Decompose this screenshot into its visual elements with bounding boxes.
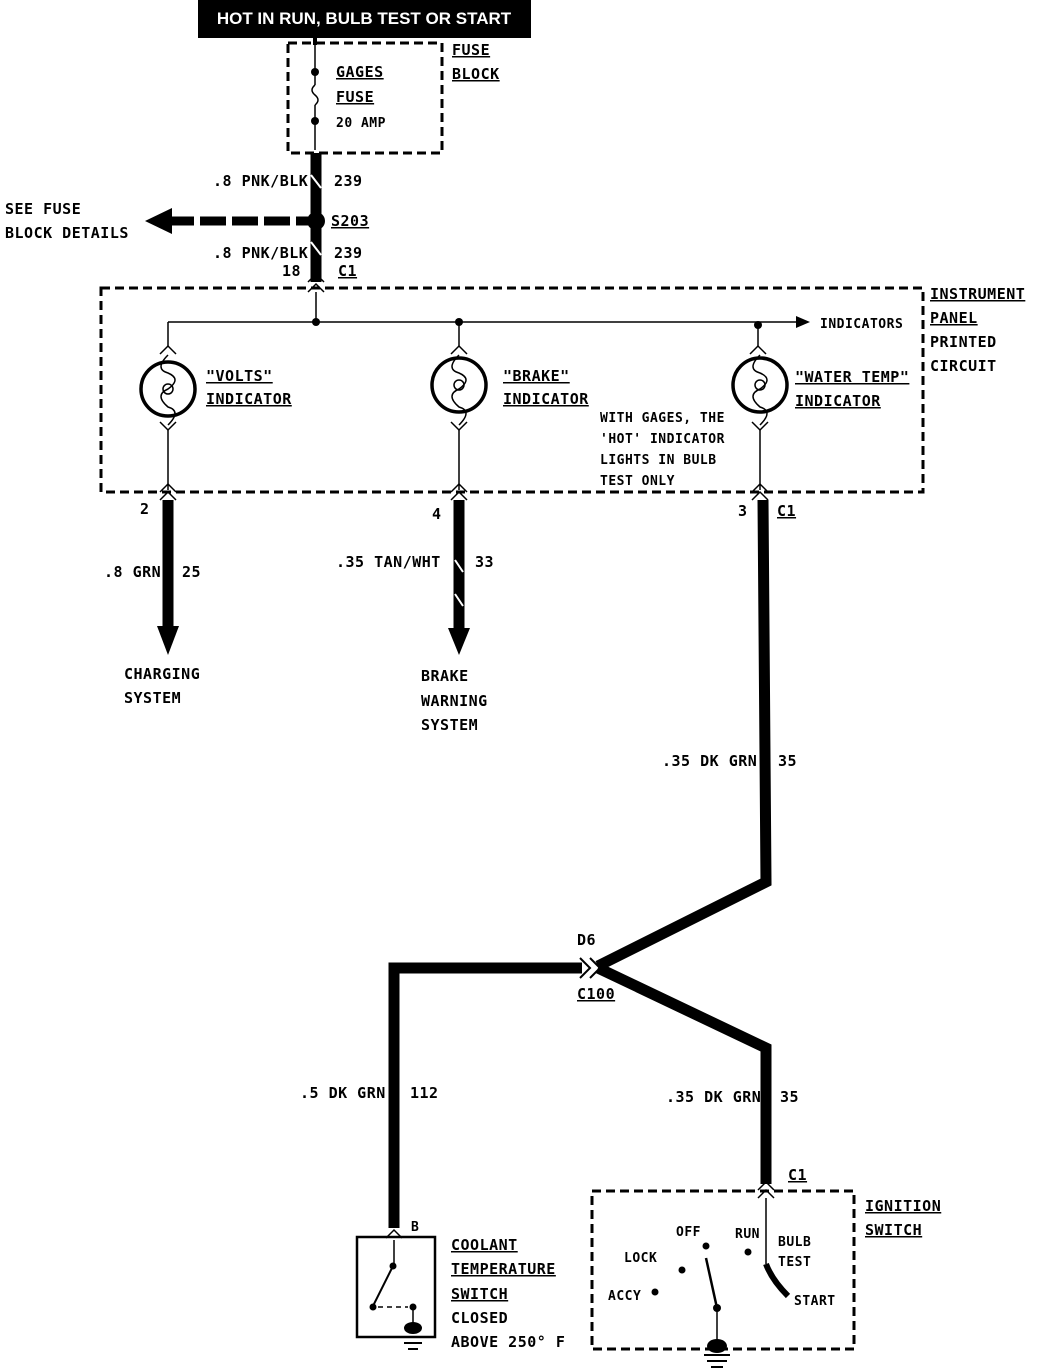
ip-label-line3: PRINTED (930, 333, 997, 351)
note-line4: TEST ONLY (600, 474, 675, 489)
ignition-start: START (794, 1294, 836, 1309)
volts-indicator-line2: INDICATOR (206, 390, 292, 408)
charging-arrow-icon (157, 626, 179, 655)
ip-label-line4: CIRCUIT (930, 357, 997, 375)
coolant-line2: TEMPERATURE (451, 1260, 556, 1278)
water-indicator-line1: "WATER TEMP" (795, 368, 909, 386)
fuse-block-label-line1: FUSE (452, 41, 490, 59)
brake-indicator-line1: "BRAKE" (503, 367, 570, 385)
fuse-block: GAGES FUSE 20 AMP FUSE BLOCK (286, 41, 500, 155)
ignition-switch: C1 IGNITION SWITCH OFF RUN BULB TEST LOC… (590, 1166, 941, 1368)
pin-water: 3 (738, 502, 748, 520)
brake-warning-line1: BRAKE (421, 667, 469, 685)
see-fuse-line1: SEE FUSE (5, 200, 81, 218)
wire-water-size: .35 DK GRN (662, 752, 757, 770)
coolant-pin: B (411, 1220, 419, 1235)
ignition-accy: ACCY (608, 1289, 641, 1304)
ignition-bulb: BULB (778, 1235, 811, 1250)
indicators-arrow-icon (796, 316, 810, 328)
fuse-name-line2: FUSE (336, 88, 374, 106)
fuse-rating: 20 AMP (336, 116, 386, 131)
coolant-temperature-switch: B COOLANT TEMPERATURE SWITCH CLOSED ABOV… (355, 1220, 565, 1351)
brake-indicator-line2: INDICATOR (503, 390, 589, 408)
note-line2: 'HOT' INDICATOR (600, 432, 725, 447)
ignition-lock: LOCK (624, 1251, 657, 1266)
ignition-ground-icon (704, 1339, 730, 1368)
wire-brake-size: .35 TAN/WHT (336, 553, 441, 571)
header-title: HOT IN RUN, BULB TEST OR START (217, 9, 512, 28)
pin-water-connector: C1 (777, 502, 796, 520)
indicators-label: INDICATORS (820, 317, 903, 332)
start-contact-icon (763, 1262, 791, 1299)
wire-top-size: .8 PNK/BLK (213, 172, 308, 190)
ignition-label-line2: SWITCH (865, 1221, 922, 1239)
wire-mid-circuit: 239 (334, 244, 363, 262)
wire-mid-size: .8 PNK/BLK (213, 244, 308, 262)
splice-label: S203 (331, 212, 369, 230)
wire-volts-circuit: 25 (182, 563, 201, 581)
wire-35-upper (595, 499, 772, 971)
pin-brake: 4 (432, 505, 442, 523)
note-line3: LIGHTS IN BULB (600, 453, 717, 468)
fuse-block-label-line2: BLOCK (452, 65, 500, 83)
ip-label-line2: PANEL (930, 309, 978, 327)
ip-label-line1: INSTRUMENT (930, 285, 1025, 303)
ignition-wiper-icon (704, 1257, 719, 1309)
c100-connector-icon (579, 957, 592, 979)
coolant-line5: ABOVE 250° F (451, 1333, 565, 1351)
brake-bulb-icon (430, 322, 488, 490)
wire-ign-size: .35 DK GRN (666, 1088, 761, 1106)
header-banner: HOT IN RUN, BULB TEST OR START (198, 0, 531, 38)
wire-top-circuit: 239 (334, 172, 363, 190)
ignition-run: RUN (735, 1227, 760, 1242)
fuse-element-icon (311, 84, 319, 106)
wire-112 (388, 962, 582, 1228)
fuse-terminal-top (311, 68, 319, 76)
charging-line1: CHARGING (124, 665, 200, 683)
ignition-off: OFF (676, 1225, 701, 1240)
ignition-label-line1: IGNITION (865, 1197, 941, 1215)
brake-warning-line2: WARNING (421, 692, 488, 710)
wire-35-lower (595, 963, 772, 1184)
wire-volts-size: .8 GRN (104, 563, 161, 581)
ignition-test: TEST (778, 1255, 811, 1270)
c1-top-name: C1 (338, 262, 357, 280)
ignition-connector-icon (757, 1180, 775, 1191)
ignition-connector: C1 (788, 1166, 807, 1184)
fuse-name-line1: GAGES (336, 63, 384, 81)
coolant-connector-icon (385, 1228, 403, 1239)
brake-warning-arrow-icon (448, 628, 470, 655)
see-fuse-arrow-icon (145, 208, 172, 234)
c100-pin: D6 (577, 931, 596, 949)
coolant-line4: CLOSED (451, 1309, 508, 1327)
brake-warning-line3: SYSTEM (421, 716, 478, 734)
coolant-line1: COOLANT (451, 1236, 518, 1254)
see-fuse-line2: BLOCK DETAILS (5, 224, 129, 242)
splice-s203 (307, 212, 325, 230)
c1-top-pin: 18 (282, 262, 301, 280)
note-line1: WITH GAGES, THE (600, 411, 725, 426)
c100-name: C100 (577, 985, 615, 1003)
instrument-panel-circuit: INSTRUMENT PANEL PRINTED CIRCUIT INDICAT… (99, 285, 1025, 494)
volts-indicator-line1: "VOLTS" (206, 367, 273, 385)
charging-line2: SYSTEM (124, 689, 181, 707)
coolant-line3: SWITCH (451, 1285, 508, 1303)
water-temp-bulb-icon (731, 325, 789, 490)
wire-ign-circuit: 35 (780, 1088, 799, 1106)
volts-bulb-icon (139, 322, 197, 490)
coolant-ground-icon (401, 1322, 425, 1350)
wire-coolant-circuit: 112 (410, 1084, 439, 1102)
wire-brake-circuit: 33 (475, 553, 494, 571)
c1-top-connector-icon (307, 272, 325, 283)
water-indicator-line2: INDICATOR (795, 392, 881, 410)
wire-coolant-size: .5 DK GRN (300, 1084, 386, 1102)
fuse-terminal-bottom (311, 117, 319, 125)
wire-water-circuit: 35 (778, 752, 797, 770)
pin-volts: 2 (140, 500, 150, 518)
